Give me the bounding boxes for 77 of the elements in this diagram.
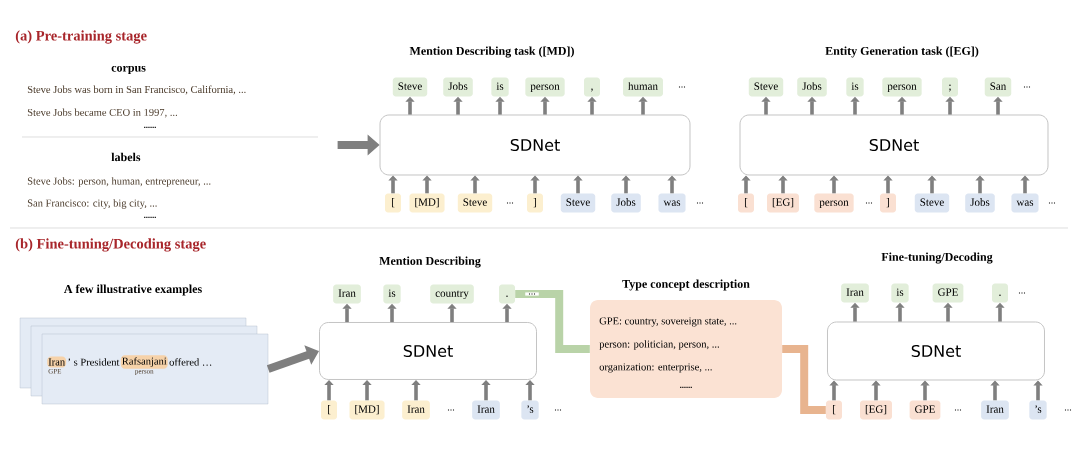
input-token: [: [385, 193, 401, 213]
node-label: organization: enterprise, ...: [599, 363, 712, 373]
input-token: was: [658, 193, 686, 213]
input-token: Jobs: [965, 193, 995, 213]
output-token: Iran: [333, 284, 361, 304]
example-line: Steve Jobs: person, human, entrepreneur, ...: [27, 177, 211, 187]
task-title: Mention Describing task ([MD]): [409, 46, 574, 58]
input-token: [: [321, 400, 337, 420]
output-token: country: [430, 284, 474, 304]
input-token: Iran: [472, 400, 500, 420]
ellipsis: ...: [1015, 291, 1029, 295]
input-token: ]: [527, 193, 543, 213]
output-token: GPE: [932, 283, 964, 303]
output-token: Jobs: [797, 77, 827, 97]
output-token: .: [992, 283, 1008, 303]
output-token: Steve: [392, 77, 428, 97]
model-box: SDNet: [827, 321, 1045, 381]
node-label: GPE: country, sovereign state, ...: [599, 317, 737, 327]
input-token: [MD]: [349, 400, 385, 420]
example-line: Steve Jobs was born in San Francisco, California, ...: [27, 85, 246, 95]
ellipsis: ...: [551, 408, 565, 412]
ellipsis: ...: [693, 201, 707, 205]
output-token: ,: [584, 77, 600, 97]
ellipsis: ...: [503, 201, 517, 205]
node-label: person: politician, person, ...: [599, 340, 719, 350]
section-heading: (b) Fine-tuning/Decoding stage: [15, 238, 206, 252]
input-token: Steve: [914, 193, 950, 213]
output-token: Jobs: [443, 77, 473, 97]
output-token: is: [846, 77, 864, 97]
section-heading: (a) Pre-training stage: [15, 30, 147, 44]
ellipsis: ...: [675, 85, 689, 89]
source-heading: corpus: [111, 65, 146, 75]
output-token: person: [882, 77, 922, 97]
ellipsis: ...: [1020, 85, 1034, 89]
ellipsis: ...: [951, 408, 965, 412]
model-box: SDNet: [319, 322, 537, 380]
output-token: San: [984, 77, 1012, 97]
box-heading: Type concept description: [622, 279, 750, 291]
ellipsis: ...: [1061, 408, 1075, 412]
output-token: person: [525, 77, 565, 97]
source-heading: labels: [111, 152, 141, 162]
input-token: Jobs: [611, 193, 641, 213]
input-token: [EG]: [767, 193, 799, 213]
input-token: Iran: [402, 400, 430, 420]
input-token: person: [814, 193, 854, 213]
input-token: [MD]: [409, 193, 445, 213]
output-token: is: [491, 77, 509, 97]
output-token: is: [891, 283, 909, 303]
input-token: Iran: [981, 400, 1009, 420]
output-token: .: [499, 284, 515, 304]
ellipsis: ...: [862, 201, 876, 205]
example-line: Steve Jobs became CEO in 1997, ...: [27, 108, 177, 118]
output-token: human: [623, 77, 663, 97]
task-title: Fine-tuning/Decoding: [881, 252, 993, 264]
input-token: Steve: [560, 193, 596, 213]
ellipsis: ...: [444, 408, 458, 412]
output-token: ;: [942, 77, 958, 97]
example-line: San Francisco: city, big city, ...: [27, 199, 157, 209]
ellipsis: ...: [525, 292, 539, 296]
output-token: is: [383, 284, 401, 304]
input-token: [: [738, 193, 754, 213]
input-token: ’s: [521, 400, 539, 420]
output-token: Iran: [841, 283, 869, 303]
input-token: ]: [880, 193, 896, 213]
task-title: Entity Generation task ([EG]): [825, 46, 979, 58]
output-token: Steve: [748, 77, 784, 97]
input-token: [EG]: [860, 400, 892, 420]
input-token: Steve: [457, 193, 493, 213]
input-token: [: [826, 400, 842, 420]
model-box: SDNet: [379, 114, 691, 176]
card-heading: A few illustrative examples: [63, 284, 202, 296]
input-token: ’s: [1029, 400, 1047, 420]
task-title: Mention Describing: [379, 256, 481, 268]
input-token: GPE: [909, 400, 941, 420]
model-box: SDNet: [739, 114, 1049, 176]
ellipsis: ...: [1045, 201, 1059, 205]
input-token: was: [1011, 193, 1039, 213]
